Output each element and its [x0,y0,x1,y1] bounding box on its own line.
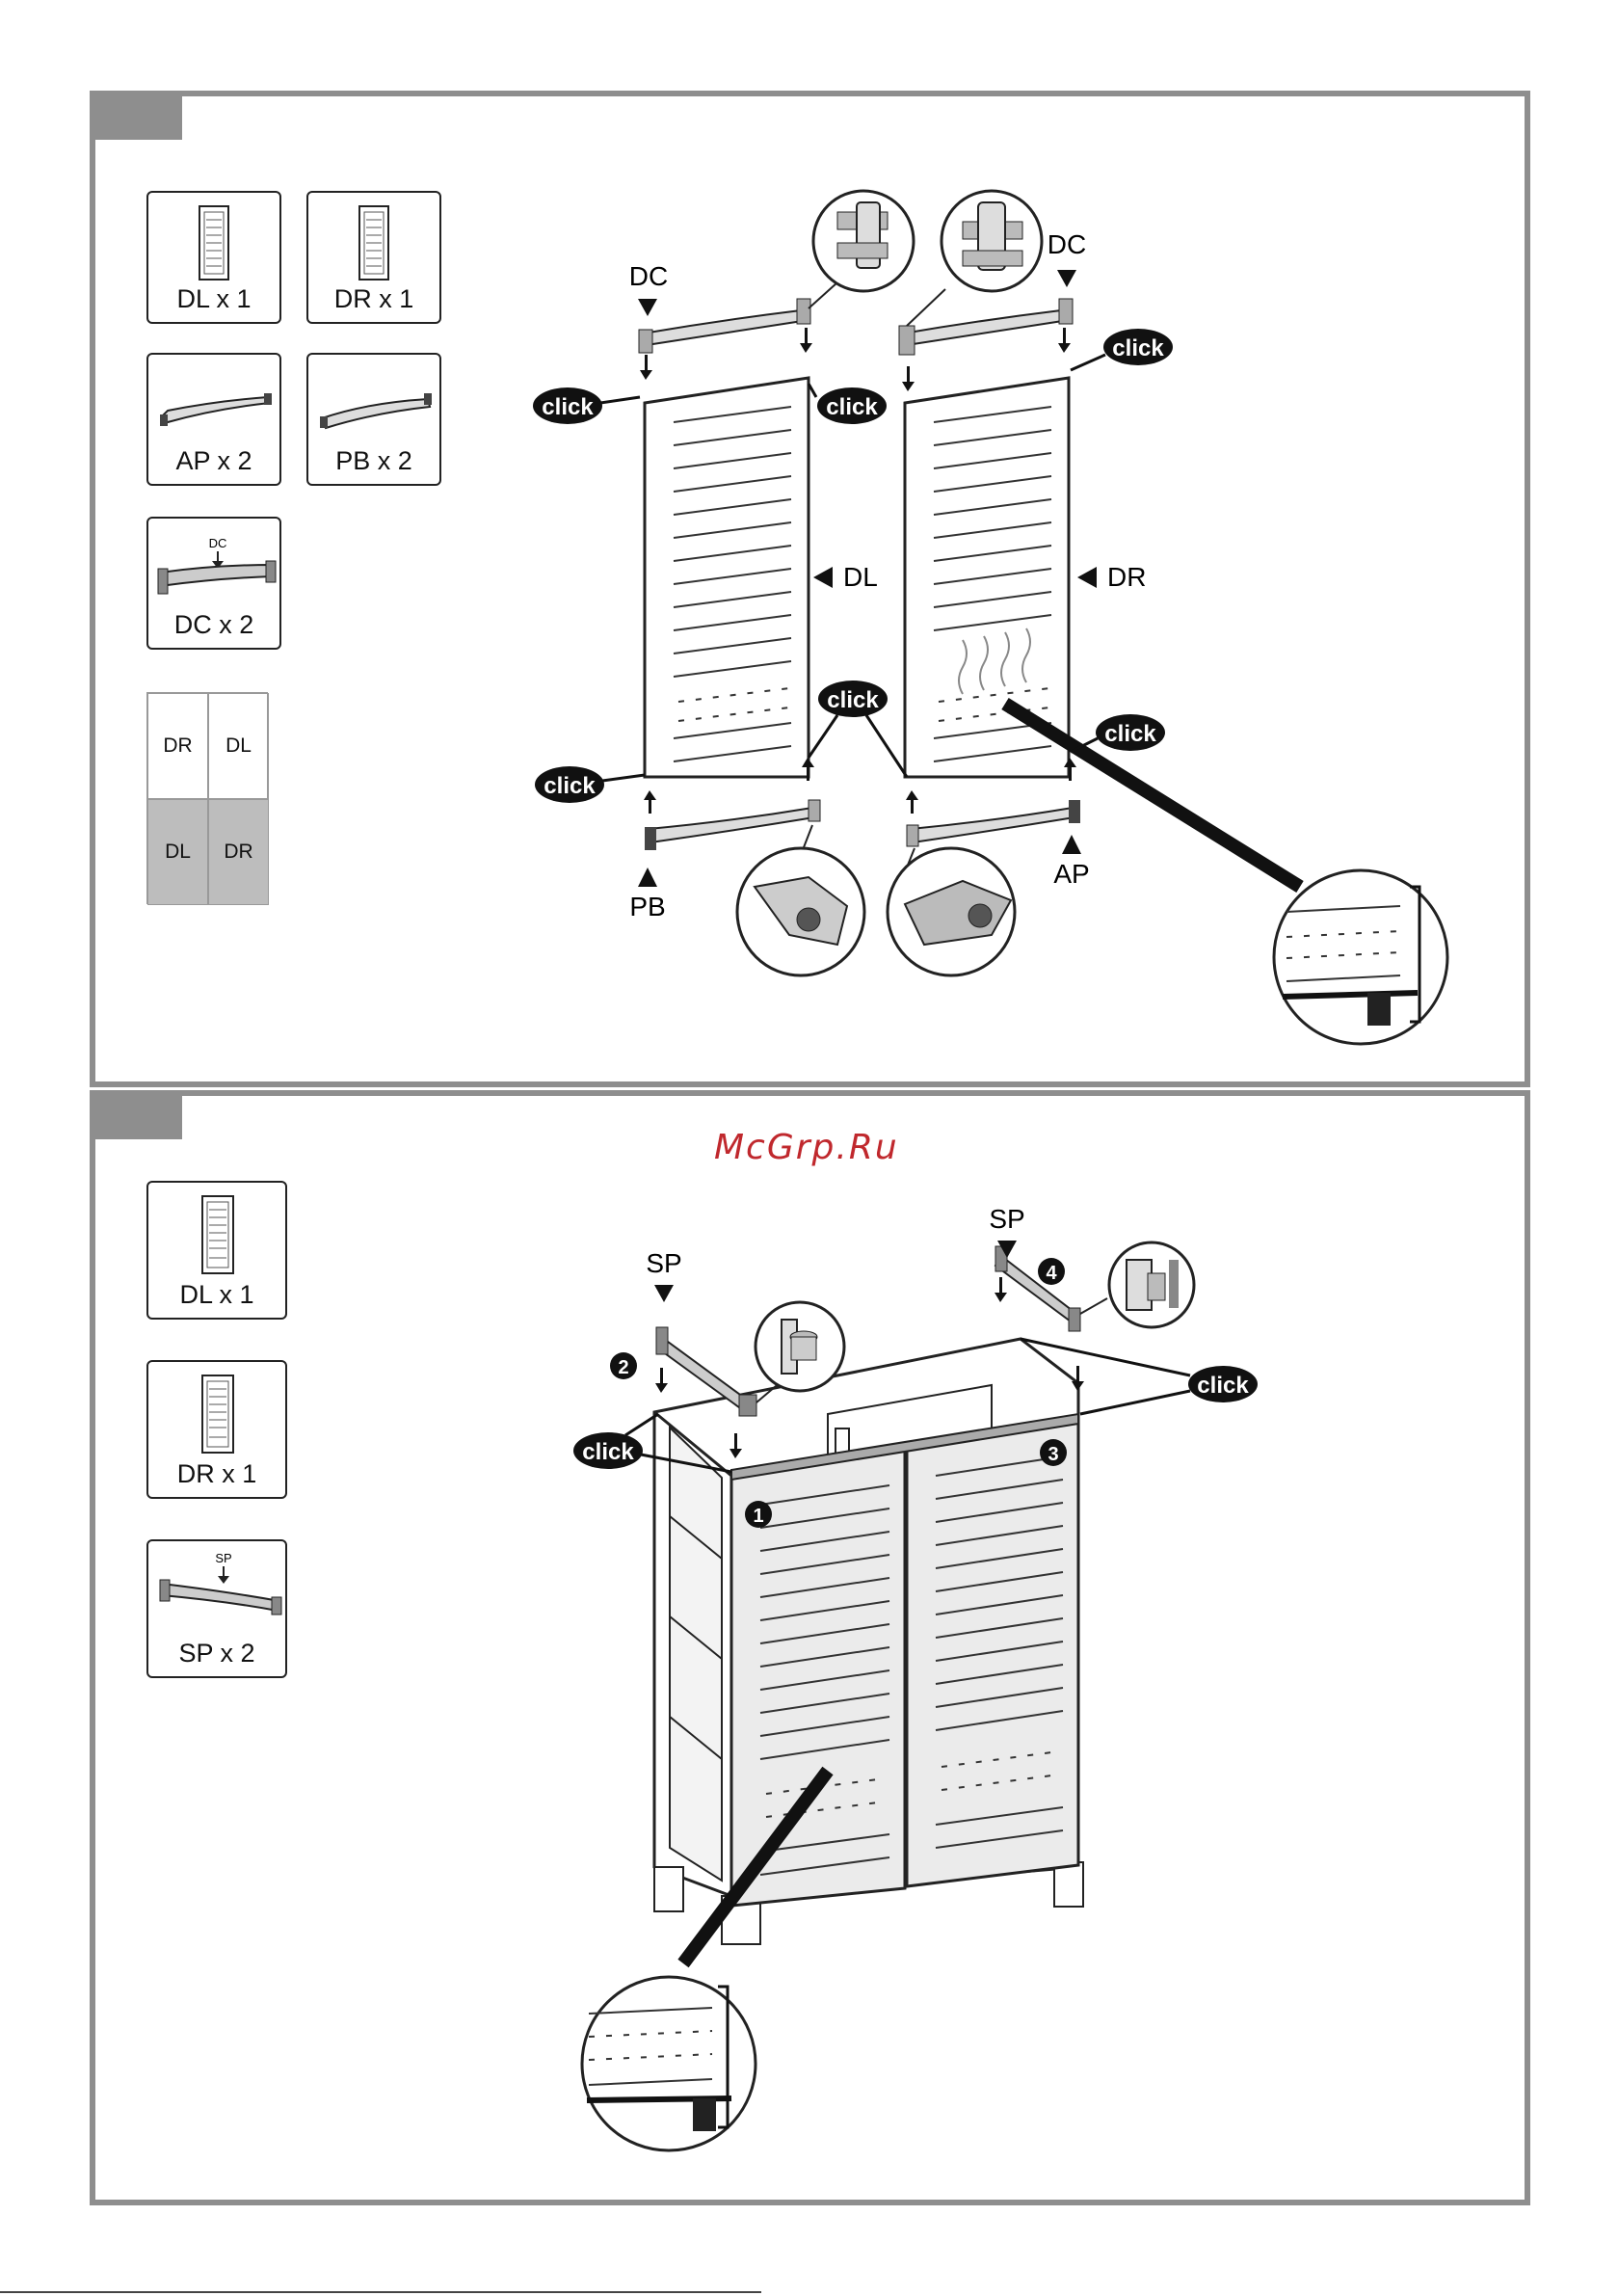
door-assembly-drawing: DC DC DL DR PB AP click click click clic… [95,96,1525,1081]
peg-detail [1127,1260,1179,1310]
svg-text:2: 2 [618,1357,628,1378]
svg-text:click: click [1197,1373,1249,1399]
label-dc-right: DC [1048,229,1086,259]
svg-text:click: click [826,394,878,420]
detail-circle [1274,870,1447,1044]
svg-text:click: click [542,394,594,420]
svg-text:4: 4 [1046,1263,1057,1284]
step-number-4: 4 [1038,1258,1065,1285]
label-dr: DR [1107,562,1146,592]
svg-text:click: click [582,1439,634,1465]
click-badge: click [809,681,907,777]
label-ap: AP [1053,859,1089,889]
pointer-triangles [654,1241,1017,1302]
svg-text:click: click [544,773,596,799]
door-2-illustration [907,1418,1078,1886]
click-badge: click [533,387,640,424]
cabinet-assembly-drawing: SP SP 1 2 3 4 click cli [95,1096,1525,2200]
footer-line [0,2291,761,2293]
click-badge: click [1071,329,1173,370]
step-number-3: 3 [1040,1439,1067,1466]
svg-text:click: click [827,687,879,713]
label-sp-right: SP [989,1204,1024,1234]
svg-text:1: 1 [753,1506,763,1527]
svg-text:click: click [1112,335,1164,361]
label-dc-left: DC [629,261,668,291]
step-1-panel: DL x 1 DR x 1 AP x 2 PB x 2 DC [90,91,1530,1087]
dc-bar-left [639,274,847,353]
svg-text:click: click [1104,721,1156,747]
down-arrows [640,328,1071,391]
label-dl: DL [843,562,878,592]
step-number-1: 1 [745,1501,772,1528]
door-dl-illustration [645,378,809,777]
watermark: McGrp.Ru [714,1128,899,1167]
svg-text:3: 3 [1048,1444,1058,1465]
click-badge: click [1071,714,1165,752]
step-number-2: 2 [610,1352,637,1379]
label-sp-left: SP [646,1248,681,1278]
label-pb: PB [629,892,665,921]
dc-bar-right [899,289,1073,355]
step-2-panel: DL x 1 DR x 1 SP SP x 2 [90,1090,1530,2205]
click-badge: click [809,384,887,424]
detail-circle [582,1977,756,2150]
click-badge: click [535,766,645,803]
door-dr-illustration [905,378,1300,887]
